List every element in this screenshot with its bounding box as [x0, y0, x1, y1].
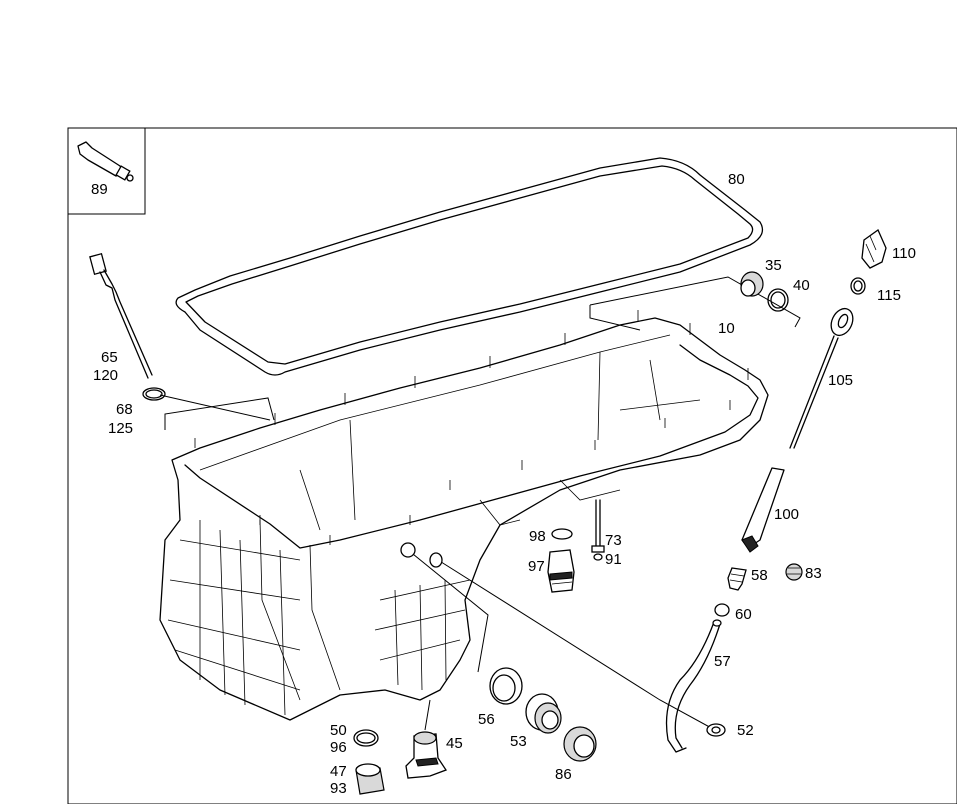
label-47: 47: [330, 763, 347, 780]
fitting-part-58[interactable]: [727, 567, 747, 591]
drain-plug-part-53[interactable]: [525, 693, 562, 734]
label-56: 56: [478, 711, 495, 728]
label-89: 89: [91, 181, 108, 198]
label-100: 100: [774, 506, 799, 523]
hose-part-57[interactable]: [665, 619, 722, 753]
label-53: 53: [510, 733, 527, 750]
seal-ring-part-56[interactable]: [489, 667, 523, 705]
label-105: 105: [828, 372, 853, 389]
label-68: 68: [116, 401, 133, 418]
plug-part-83[interactable]: [785, 563, 803, 581]
o-ring-part-50[interactable]: [353, 729, 379, 747]
dipstick-tube-left-part[interactable]: [89, 252, 153, 379]
label-50: 50: [330, 722, 347, 739]
clamp-part-52[interactable]: [706, 723, 726, 737]
label-10: 10: [718, 320, 735, 337]
bolt-part-73[interactable]: [591, 499, 605, 561]
label-97: 97: [528, 558, 545, 575]
label-110: 110: [892, 245, 916, 262]
leader-lines: [159, 276, 801, 731]
plug-part-35[interactable]: [740, 271, 764, 297]
plug-part-47[interactable]: [355, 763, 385, 795]
label-40: 40: [793, 277, 810, 294]
cap-part-86[interactable]: [563, 726, 597, 762]
inset-box-89: [67, 127, 146, 215]
label-83: 83: [805, 565, 822, 582]
oil-pan-gasket-part[interactable]: [175, 157, 764, 376]
label-52: 52: [737, 722, 754, 739]
label-45: 45: [446, 735, 463, 752]
label-115: 115: [877, 287, 901, 304]
part-labels: 89 80 110 35 40 115 10 105 65 120 68 125…: [91, 171, 916, 797]
pan-fitting-left: [400, 542, 443, 568]
label-65: 65: [101, 349, 118, 366]
washer-part-60[interactable]: [714, 603, 730, 617]
sealant-tube-part[interactable]: [77, 141, 134, 182]
label-120: 120: [93, 367, 118, 384]
cap-part-110[interactable]: [861, 229, 887, 269]
drain-valve-part-45[interactable]: [405, 731, 447, 779]
label-93: 93: [330, 780, 347, 797]
dipstick-part-105[interactable]: [789, 305, 857, 449]
label-35: 35: [765, 257, 782, 274]
label-86: 86: [555, 766, 572, 783]
diagram-frame: [67, 127, 957, 804]
ring-part-115[interactable]: [850, 277, 866, 295]
seal-ring-part-40[interactable]: [767, 288, 789, 312]
oil-sensor-part-97[interactable]: [547, 549, 575, 593]
label-98: 98: [529, 528, 546, 545]
guide-tube-part-100[interactable]: [741, 467, 785, 553]
oil-pan-part[interactable]: [159, 310, 769, 721]
label-58: 58: [751, 567, 768, 584]
o-ring-part-68[interactable]: [142, 387, 166, 401]
label-125: 125: [108, 420, 133, 437]
label-96: 96: [330, 739, 347, 756]
label-57: 57: [714, 653, 731, 670]
label-60: 60: [735, 606, 752, 623]
label-73: 73: [605, 532, 622, 549]
label-91: 91: [605, 551, 622, 568]
o-ring-part-98[interactable]: [551, 528, 573, 540]
label-80: 80: [728, 171, 745, 188]
